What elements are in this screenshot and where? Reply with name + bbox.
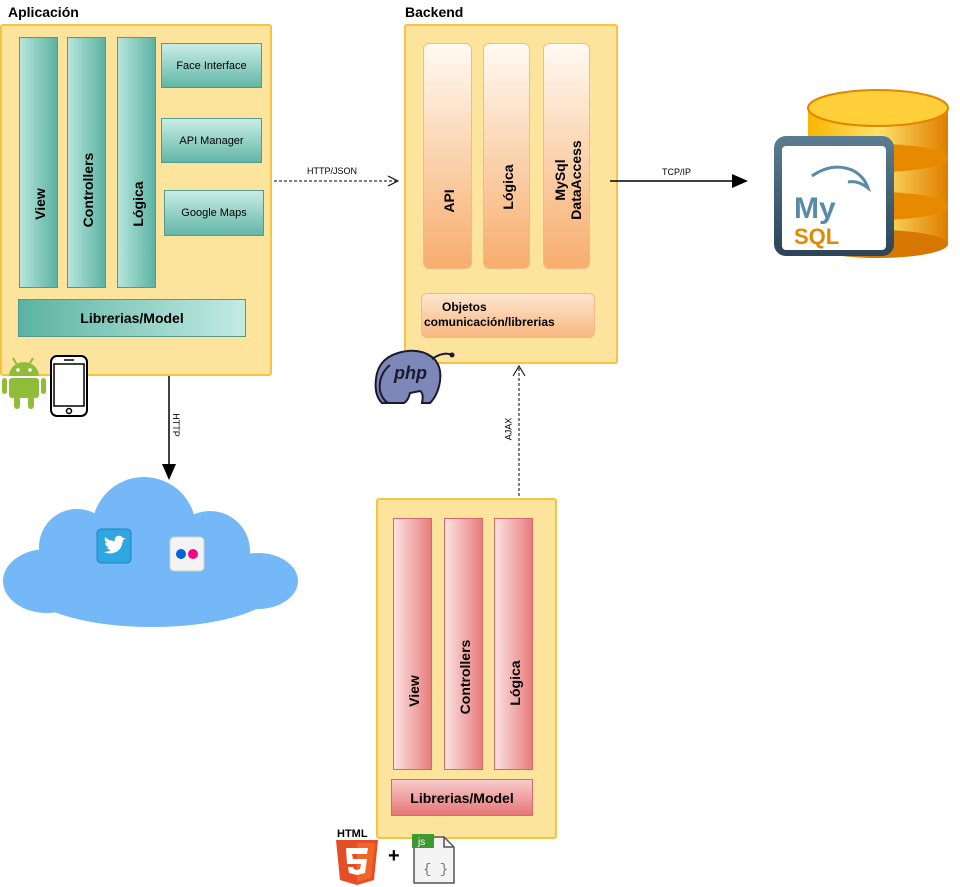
tcp-ip-label: TCP/IP — [662, 167, 692, 177]
web-logica-column: Lógica — [494, 518, 533, 770]
mysql-sql-text: SQL — [794, 224, 839, 249]
php-elephant-icon: php — [374, 349, 455, 404]
app-title: Aplicación — [8, 4, 79, 20]
dataaccess-line2: DataAccess — [568, 140, 584, 220]
smartphone-icon — [50, 355, 88, 417]
backend-title: Backend — [405, 4, 464, 20]
backend-dataaccess-column: MySql DataAccess — [543, 43, 590, 269]
http-json-label: HTTP/JSON — [307, 166, 358, 176]
face-interface-box: Face Interface — [161, 43, 262, 88]
html-logo-text: HTML — [337, 828, 368, 840]
backend-logica-label: Lógica — [500, 164, 516, 210]
android-icon — [2, 357, 46, 409]
http-json-arrow — [274, 175, 400, 187]
dataaccess-line1: MySql — [552, 159, 568, 201]
web-model-box: Librerias/Model — [391, 779, 533, 816]
backend-logica-column: Lógica — [483, 43, 530, 269]
ajax-label: AJAX — [503, 417, 514, 441]
backend-api-column: API — [423, 43, 472, 269]
flickr-icon — [169, 536, 205, 572]
app-controllers-column: Controllers — [67, 37, 106, 288]
objetos-box: Objetos comunicación/librerias — [421, 293, 595, 338]
web-logica-label: Lógica — [507, 660, 523, 706]
app-view-column: View — [19, 37, 58, 288]
app-view-label: View — [32, 188, 48, 220]
web-view-label: View — [406, 675, 422, 707]
plus-sign: + — [388, 845, 400, 867]
objetos-line1: Objetos — [442, 300, 487, 314]
php-logo-text: php — [393, 363, 427, 383]
html5-icon: HTML — [336, 828, 378, 885]
web-controllers-label: Controllers — [457, 639, 473, 715]
app-controllers-label: Controllers — [80, 152, 96, 228]
backend-dataaccess-label: MySql DataAccess — [552, 130, 584, 230]
tcp-ip-arrow — [610, 174, 748, 188]
ajax-arrow — [512, 365, 526, 498]
web-view-column: View — [393, 518, 432, 770]
app-logica-column: Lógica — [117, 37, 156, 288]
web-controllers-column: Controllers — [444, 518, 483, 770]
objetos-line2: comunicación/librerias — [424, 315, 555, 329]
http-label: HTTP — [170, 413, 181, 437]
backend-api-label: API — [441, 189, 457, 213]
mysql-my-text: My — [794, 192, 836, 225]
javascript-file-icon: js { } — [412, 834, 455, 884]
api-manager-box: API Manager — [161, 118, 262, 163]
google-maps-box: Google Maps — [164, 190, 264, 236]
js-logo-text: js — [417, 837, 425, 848]
cloud-icon — [3, 477, 298, 627]
svg-text:{ }: { } — [423, 862, 448, 878]
app-logica-label: Lógica — [130, 181, 146, 227]
app-model-box: Librerias/Model — [18, 299, 246, 337]
http-arrow — [162, 376, 176, 480]
twitter-icon — [96, 528, 132, 564]
mysql-database-icon: My SQL — [774, 89, 949, 258]
